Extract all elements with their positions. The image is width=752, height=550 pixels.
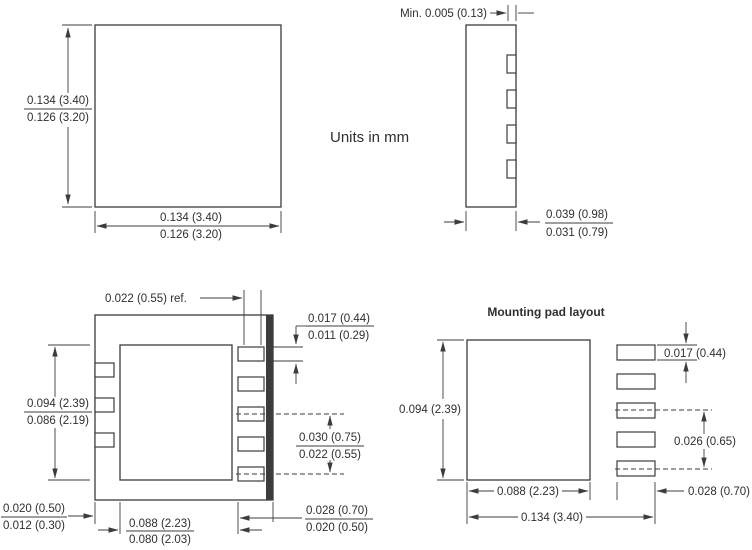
mounting-center-pad: [466, 339, 591, 481]
bottom-left-pad: [94, 432, 115, 448]
bottom-span-max-label: 0.094 (2.39): [27, 398, 89, 410]
bottom-gap-max-label: 0.030 (0.75): [299, 432, 361, 444]
front-width-min-label: 0.126 (3.20): [160, 229, 222, 241]
bottom-padwidth-min-label: 0.011 (0.29): [308, 330, 369, 342]
front-body-outline: [94, 24, 282, 208]
side-view: Min. 0.005 (0.13) 0.039 (0.98) 0.031 (0.…: [400, 5, 613, 239]
bottom-center-pad: [119, 344, 233, 481]
side-pin: [506, 54, 517, 74]
mounting-finger-pad: [616, 402, 656, 419]
side-body-outline: [465, 24, 517, 208]
bottom-right-pad: [237, 346, 265, 362]
mounting-fingerlen-label: 0.028 (0.70): [688, 486, 750, 498]
front-height-min-label: 0.126 (3.20): [27, 112, 89, 124]
bottom-right-pad: [237, 376, 265, 392]
side-top-clearance-label: Min. 0.005 (0.13): [400, 8, 487, 20]
bottom-edge-band: [266, 315, 273, 500]
bottom-gap-min-label: 0.022 (0.55): [299, 449, 361, 461]
mounting-finger-pad: [616, 373, 656, 390]
side-pin: [506, 124, 517, 144]
mounting-finger-pad: [616, 431, 656, 448]
bottom-width-max-label: 0.088 (2.23): [129, 518, 191, 530]
bottom-offset-max-label: 0.020 (0.50): [3, 503, 65, 515]
mounting-height-label: 0.094 (2.39): [399, 404, 461, 416]
mounting-total-width-label: 0.134 (3.40): [521, 512, 583, 524]
mounting-finger-height-label: 0.017 (0.44): [664, 348, 726, 360]
side-width-max-label: 0.039 (0.98): [546, 209, 608, 221]
bottom-left-pad: [94, 397, 115, 413]
bottom-view: 0.022 (0.55) ref. 0.017 (0.44) 0.011 (0.…: [1, 290, 374, 546]
bottom-padlen-min-label: 0.020 (0.50): [306, 522, 368, 534]
bottom-padwidth-max-label: 0.017 (0.44): [308, 313, 370, 325]
bottom-right-pad: [237, 436, 265, 452]
mounting-pitch-label: 0.026 (0.65): [674, 436, 736, 448]
bottom-left-pad: [94, 362, 115, 378]
front-width-max-label: 0.134 (3.40): [160, 212, 222, 224]
bottom-width-min-label: 0.080 (2.03): [129, 534, 191, 546]
mounting-pad-title: Mounting pad layout: [487, 305, 604, 319]
side-width-min-label: 0.031 (0.79): [546, 227, 608, 239]
side-pin: [506, 89, 517, 109]
bottom-offset-min-label: 0.012 (0.30): [3, 520, 65, 532]
front-view: 0.134 (3.40) 0.126 (3.20) 0.134 (3.40) 0…: [24, 24, 282, 241]
mounting-pad-layout: Mounting pad layout 0.094 (2.39) 0.017 (…: [399, 305, 750, 524]
bottom-padlen-max-label: 0.028 (0.70): [306, 505, 368, 517]
mounting-width-label: 0.088 (2.23): [497, 486, 559, 498]
bottom-span-min-label: 0.086 (2.19): [27, 415, 89, 427]
side-pin: [506, 159, 517, 179]
bottom-pitch-ref-label: 0.022 (0.55) ref.: [105, 293, 187, 305]
mounting-finger-pad: [616, 344, 656, 361]
mounting-finger-pad: [616, 460, 656, 477]
units-label: Units in mm: [330, 129, 409, 146]
front-height-max-label: 0.134 (3.40): [27, 95, 89, 107]
